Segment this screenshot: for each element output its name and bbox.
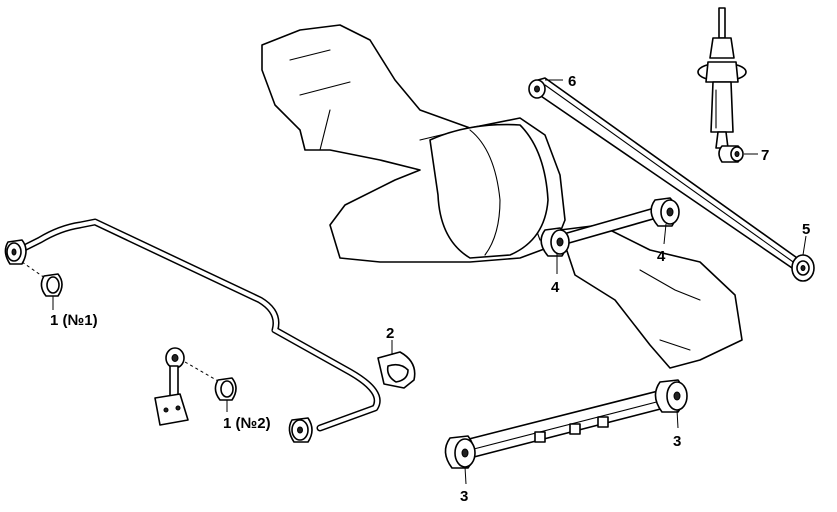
bushing-6 bbox=[528, 79, 546, 99]
lower-control-arm bbox=[464, 387, 677, 459]
callout-1-no1: 1 (№1) bbox=[50, 312, 98, 329]
stabilizer-end-left bbox=[4, 239, 27, 265]
callout-2: 2 bbox=[386, 325, 394, 342]
leader-lines bbox=[52, 79, 807, 485]
callout-4-left: 4 bbox=[551, 279, 560, 296]
bushing-3-right bbox=[654, 379, 688, 413]
callout-7: 7 bbox=[761, 147, 769, 164]
callout-4-right: 4 bbox=[657, 248, 666, 265]
bushing-5 bbox=[791, 254, 815, 282]
stabilizer-link bbox=[154, 347, 226, 426]
bushing-1-no1 bbox=[21, 261, 63, 297]
bushing-7 bbox=[718, 145, 744, 163]
bushing-4-left bbox=[540, 227, 570, 257]
callout-5: 5 bbox=[802, 221, 810, 238]
stabilizer-bushing-2 bbox=[377, 351, 416, 389]
callout-1-no2: 1 (№2) bbox=[223, 415, 271, 432]
callout-6: 6 bbox=[568, 73, 576, 90]
stabilizer-end-right bbox=[288, 417, 313, 443]
callout-3-right: 3 bbox=[673, 433, 681, 450]
bushing-1-no2 bbox=[214, 377, 237, 401]
callout-3-left: 3 bbox=[460, 488, 468, 505]
axle-housing bbox=[261, 24, 743, 369]
bushing-4-right bbox=[650, 197, 680, 227]
bushing-3-left bbox=[444, 435, 476, 469]
shock-absorber bbox=[697, 7, 747, 149]
stabilizer-bar bbox=[16, 218, 381, 432]
